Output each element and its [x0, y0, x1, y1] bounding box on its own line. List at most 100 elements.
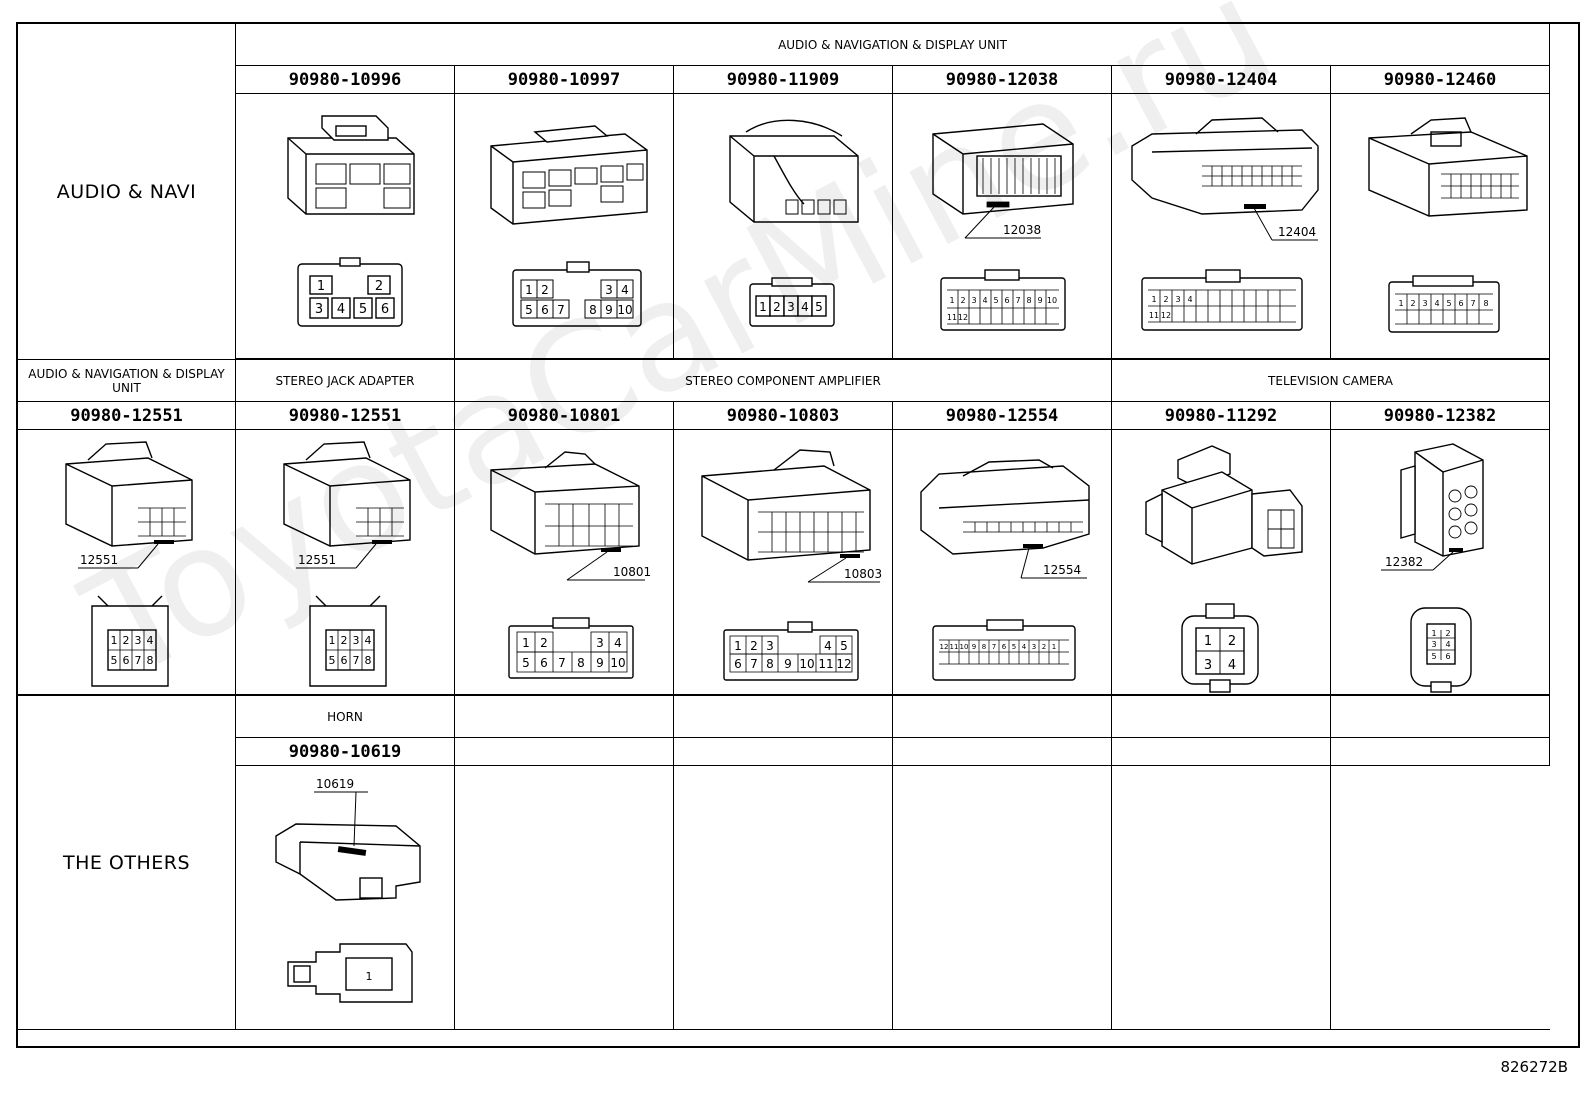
pin-label: 3 [766, 639, 774, 653]
pin-label: 2 [1042, 643, 1046, 651]
pin-label: 5 [522, 656, 530, 670]
part-number-text: 90980-10803 [726, 405, 840, 426]
pin-label: 4 [147, 634, 154, 647]
pin-label: 6 [381, 302, 389, 317]
pin-label: 6 [123, 654, 130, 667]
category-label: AUDIO & NAVI [56, 180, 197, 203]
connector-drawing: 1 2 3 4 5 6 7 8 [1331, 94, 1550, 360]
pin-label: 6 [341, 654, 348, 667]
pin-label: 1 [949, 296, 954, 305]
pin-label: 2 [960, 296, 965, 305]
part-number-text: 90980-12460 [1383, 69, 1497, 90]
part-number: 90980-10996 [236, 66, 455, 94]
pin-label: 4 [1022, 643, 1027, 651]
pin-label: 6 [1004, 296, 1009, 305]
pin-label: 12 [836, 657, 851, 671]
pin-label: 5 [525, 303, 533, 317]
connector-drawing: 10619 1 [236, 766, 455, 1030]
connector-drawing: 12038 1 2 3 4 5 6 7 8 9 10 11 12 [893, 94, 1112, 360]
pin-label: 10 [799, 657, 814, 671]
pin-label: 12 [958, 313, 968, 322]
part-number-text: 90980-12382 [1383, 405, 1497, 426]
pin-label: 9 [972, 643, 976, 651]
pin-label: 8 [1026, 296, 1031, 305]
connector-drawing: 1 2 3 4 5 6 [236, 94, 455, 360]
pin-label: 8 [365, 654, 372, 667]
group-label: HORN [327, 709, 363, 724]
pin-label: 5 [815, 300, 823, 314]
pin-label: 4 [337, 302, 345, 317]
part-number-text: 90980-12551 [288, 405, 402, 426]
group-label: TELEVISION CAMERA [1268, 373, 1393, 388]
connector-10801-drawing: 10801 1 2 3 4 5 6 7 8 9 10 [490, 451, 651, 679]
connector-table: AUDIO & NAVI AUDIO & NAVIGATION & DISPLA… [16, 22, 1580, 1048]
part-number: 90980-10801 [455, 402, 674, 430]
pin-label: 9 [784, 657, 792, 671]
empty-cell [674, 766, 893, 1030]
pin-label: 10 [610, 656, 625, 670]
pin-label: 1 [759, 300, 767, 314]
connector-10997-drawing: 1 2 3 4 5 6 7 8 9 10 [490, 125, 648, 327]
connector-12554-drawing: 12554 12 11 10 9 8 7 6 5 4 3 2 1 [920, 459, 1090, 681]
pin-label: 5 [1431, 652, 1436, 661]
part-number-text: 90980-12551 [70, 405, 183, 426]
pin-label: 3 [1422, 299, 1427, 308]
pin-label: 3 [135, 634, 142, 647]
pin-label: 4 [1187, 295, 1192, 304]
connector-drawing: 1 2 3 4 [1112, 430, 1331, 696]
pin-label: 7 [558, 656, 566, 670]
connector-12038-drawing: 12038 1 2 3 4 5 6 7 8 9 10 11 12 [932, 123, 1074, 331]
pin-label: 3 [1175, 295, 1180, 304]
connector-drawing: 12551 1 2 3 4 5 6 7 8 [236, 430, 455, 696]
callout-label: 10619 [316, 777, 354, 791]
connector-drawing: 10801 1 2 3 4 5 6 7 8 9 10 [455, 430, 674, 696]
empty-cell [455, 696, 674, 738]
pin-label: 12 [940, 643, 949, 651]
pin-label: 1 [525, 283, 533, 297]
pin-label: 3 [1204, 658, 1212, 673]
part-number-text: 90980-11909 [726, 69, 840, 90]
part-number: 90980-12038 [893, 66, 1112, 94]
part-number: 90980-10803 [674, 402, 893, 430]
connector-drawing: 12551 1 2 3 4 5 6 7 8 [18, 430, 236, 696]
pin-label: 5 [329, 654, 336, 667]
pin-label: 8 [1483, 299, 1488, 308]
pin-label: 7 [992, 643, 996, 651]
pin-label: 3 [605, 283, 613, 297]
connector-11292-drawing: 1 2 3 4 [1145, 445, 1303, 693]
part-number-text: 90980-10997 [507, 69, 621, 90]
part-number: 90980-12460 [1331, 66, 1550, 94]
part-number-text: 90980-12554 [945, 405, 1059, 426]
pin-label: 1 [317, 279, 325, 294]
connector-12551-drawing: 12551 1 2 3 4 5 6 7 8 [65, 441, 193, 687]
pin-label: 7 [557, 303, 565, 317]
part-number: 90980-10997 [455, 66, 674, 94]
pin-label: 7 [135, 654, 142, 667]
pin-label: 11 [1149, 311, 1159, 320]
pin-label: 3 [1032, 643, 1036, 651]
part-number-text: 90980-10801 [507, 405, 621, 426]
pin-label: 1 [1398, 299, 1403, 308]
pin-label: 2 [1228, 634, 1236, 649]
callout-label: 10803 [844, 567, 882, 581]
pin-label: 11 [818, 657, 833, 671]
pin-label: 2 [540, 636, 548, 650]
callout-label: 12038 [1003, 223, 1041, 237]
pin-label: 7 [1470, 299, 1475, 308]
pin-label: 4 [982, 296, 987, 305]
pin-label: 8 [982, 643, 986, 651]
empty-cell [674, 738, 893, 766]
pin-label: 1 [522, 636, 530, 650]
group-header-stereo-amplifier: STEREO COMPONENT AMPLIFIER [455, 360, 1112, 402]
connector-drawing: 12554 12 11 10 9 8 7 6 5 4 3 2 1 [893, 430, 1112, 696]
pin-label: 3 [353, 634, 360, 647]
pin-label: 4 [1445, 640, 1450, 649]
pin-label: 10 [960, 643, 969, 651]
pin-label: 5 [1012, 643, 1016, 651]
pin-label: 2 [1410, 299, 1415, 308]
pin-label: 12 [1161, 311, 1171, 320]
pin-label: 11 [950, 643, 959, 651]
empty-cell [455, 766, 674, 1030]
pin-label: 8 [147, 654, 154, 667]
empty-cell [674, 696, 893, 738]
